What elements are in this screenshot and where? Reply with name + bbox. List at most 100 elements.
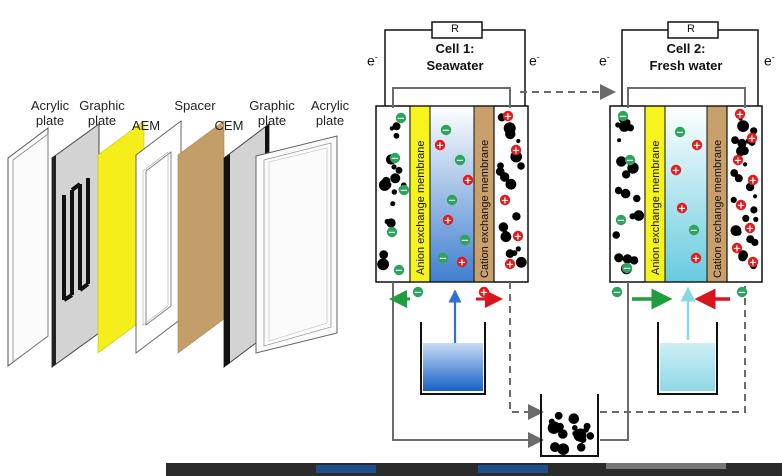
cation-symbol: +	[512, 146, 520, 157]
carbon-particle	[380, 259, 387, 266]
carbon-particle	[554, 411, 563, 420]
anion-symbol: −	[439, 254, 447, 265]
cell1-title: Cell 1:Seawater	[426, 41, 484, 73]
cation-symbol: +	[733, 244, 741, 255]
cation-icon	[676, 202, 688, 214]
graphite-plate-left	[51, 123, 100, 368]
cell1-external-circuit	[384, 21, 526, 108]
cell2-solution	[665, 106, 707, 282]
anion-symbol: −	[414, 288, 422, 299]
carbon-particle	[390, 173, 401, 184]
carbon-particle	[498, 222, 509, 232]
anion-icon	[386, 226, 398, 238]
cation-icon	[744, 222, 756, 234]
carbon-particle	[393, 132, 400, 139]
cation-icon	[434, 139, 446, 151]
cation-symbol: +	[749, 258, 757, 269]
cell2: Anion exchange membrane Cation exchange …	[609, 105, 763, 283]
anion-icon	[615, 214, 627, 226]
carbon-particle	[579, 435, 587, 444]
carbon-particle	[572, 430, 578, 437]
label-aem: AEM	[131, 118, 161, 133]
cation-icon	[731, 242, 743, 254]
cell1-resistor-label: R	[451, 23, 459, 35]
cell1-aem-label: Anion exchange membrane	[415, 140, 427, 275]
cation-symbol: +	[736, 110, 744, 121]
carbon-particle	[620, 188, 631, 199]
cation-icon	[690, 252, 702, 264]
cell2-electron-left: e-	[599, 52, 610, 69]
cation-symbol: +	[458, 258, 466, 269]
spacer	[135, 119, 182, 355]
cell2-external-circuit	[621, 21, 759, 108]
carbon-particle	[586, 432, 595, 440]
cation-icon	[732, 154, 744, 166]
anion-symbol: −	[461, 236, 469, 247]
carbon-particle	[382, 176, 391, 186]
anion-symbol: −	[456, 156, 464, 167]
carbon-particle	[633, 194, 641, 203]
carbon-particle	[515, 256, 527, 268]
cation-symbol: +	[749, 176, 757, 187]
cation-symbol: +	[746, 224, 754, 235]
anion-icon	[446, 194, 458, 206]
anion-icon	[674, 126, 686, 138]
anion-symbol: −	[623, 264, 631, 275]
cation-icon	[442, 214, 454, 226]
carbon-particle	[616, 156, 627, 167]
cation-symbol: +	[672, 166, 680, 177]
carbon-particle	[389, 126, 395, 131]
anion-symbol: −	[676, 128, 684, 139]
anion-icon	[611, 286, 623, 298]
anion-symbol: −	[448, 196, 456, 207]
carbon-particle	[730, 225, 742, 237]
carbon-particle	[614, 186, 623, 195]
anion-symbol: −	[619, 112, 627, 123]
anion-symbol: −	[388, 228, 396, 239]
anion-symbol: −	[395, 266, 403, 277]
cation-symbol: +	[737, 201, 745, 212]
cell1-electron-right: e-	[529, 52, 540, 69]
anion-symbol: −	[617, 216, 625, 227]
anion-icon	[617, 110, 629, 122]
cell1-solution	[430, 106, 474, 282]
anion-icon	[624, 154, 636, 166]
anion-icon	[437, 252, 449, 264]
carbon-particle	[576, 428, 586, 438]
carbon-particle	[753, 216, 759, 222]
cation-symbol: +	[734, 156, 742, 167]
anion-icon	[393, 264, 405, 276]
cell2-electron-right: e-	[764, 52, 775, 69]
carbon-particle	[583, 422, 591, 430]
anion-icon	[389, 152, 401, 164]
cation-icon	[691, 139, 703, 151]
carbon-particle	[505, 128, 516, 140]
carbon-particle	[738, 252, 747, 262]
carbon-particle	[395, 166, 403, 174]
carbon-particle	[753, 194, 758, 199]
photo-strip	[166, 463, 782, 476]
anion-icon	[440, 124, 452, 136]
anion-symbol: −	[690, 226, 698, 237]
cation-symbol: +	[693, 141, 701, 152]
cell2-aem-label: Anion exchange membrane	[650, 140, 662, 275]
cation-symbol: +	[678, 204, 686, 215]
cation-icon	[747, 174, 759, 186]
carbon-particle	[391, 189, 397, 195]
carbon-particle	[572, 425, 578, 431]
acrylic-plate-left	[7, 127, 49, 367]
cation-icon	[456, 256, 468, 268]
cation-icon	[735, 199, 747, 211]
carbon-particle	[750, 127, 758, 135]
anion-symbol: −	[397, 114, 405, 125]
carbon-particle	[550, 442, 560, 453]
carbon-particle	[515, 246, 521, 252]
carbon-particle	[633, 210, 645, 221]
carbon-particle	[737, 120, 749, 132]
cation-icon	[478, 286, 490, 298]
cell2-title: Cell 2:Fresh water	[649, 41, 723, 73]
cation-symbol: +	[444, 216, 452, 227]
carbon-particle	[617, 138, 622, 143]
